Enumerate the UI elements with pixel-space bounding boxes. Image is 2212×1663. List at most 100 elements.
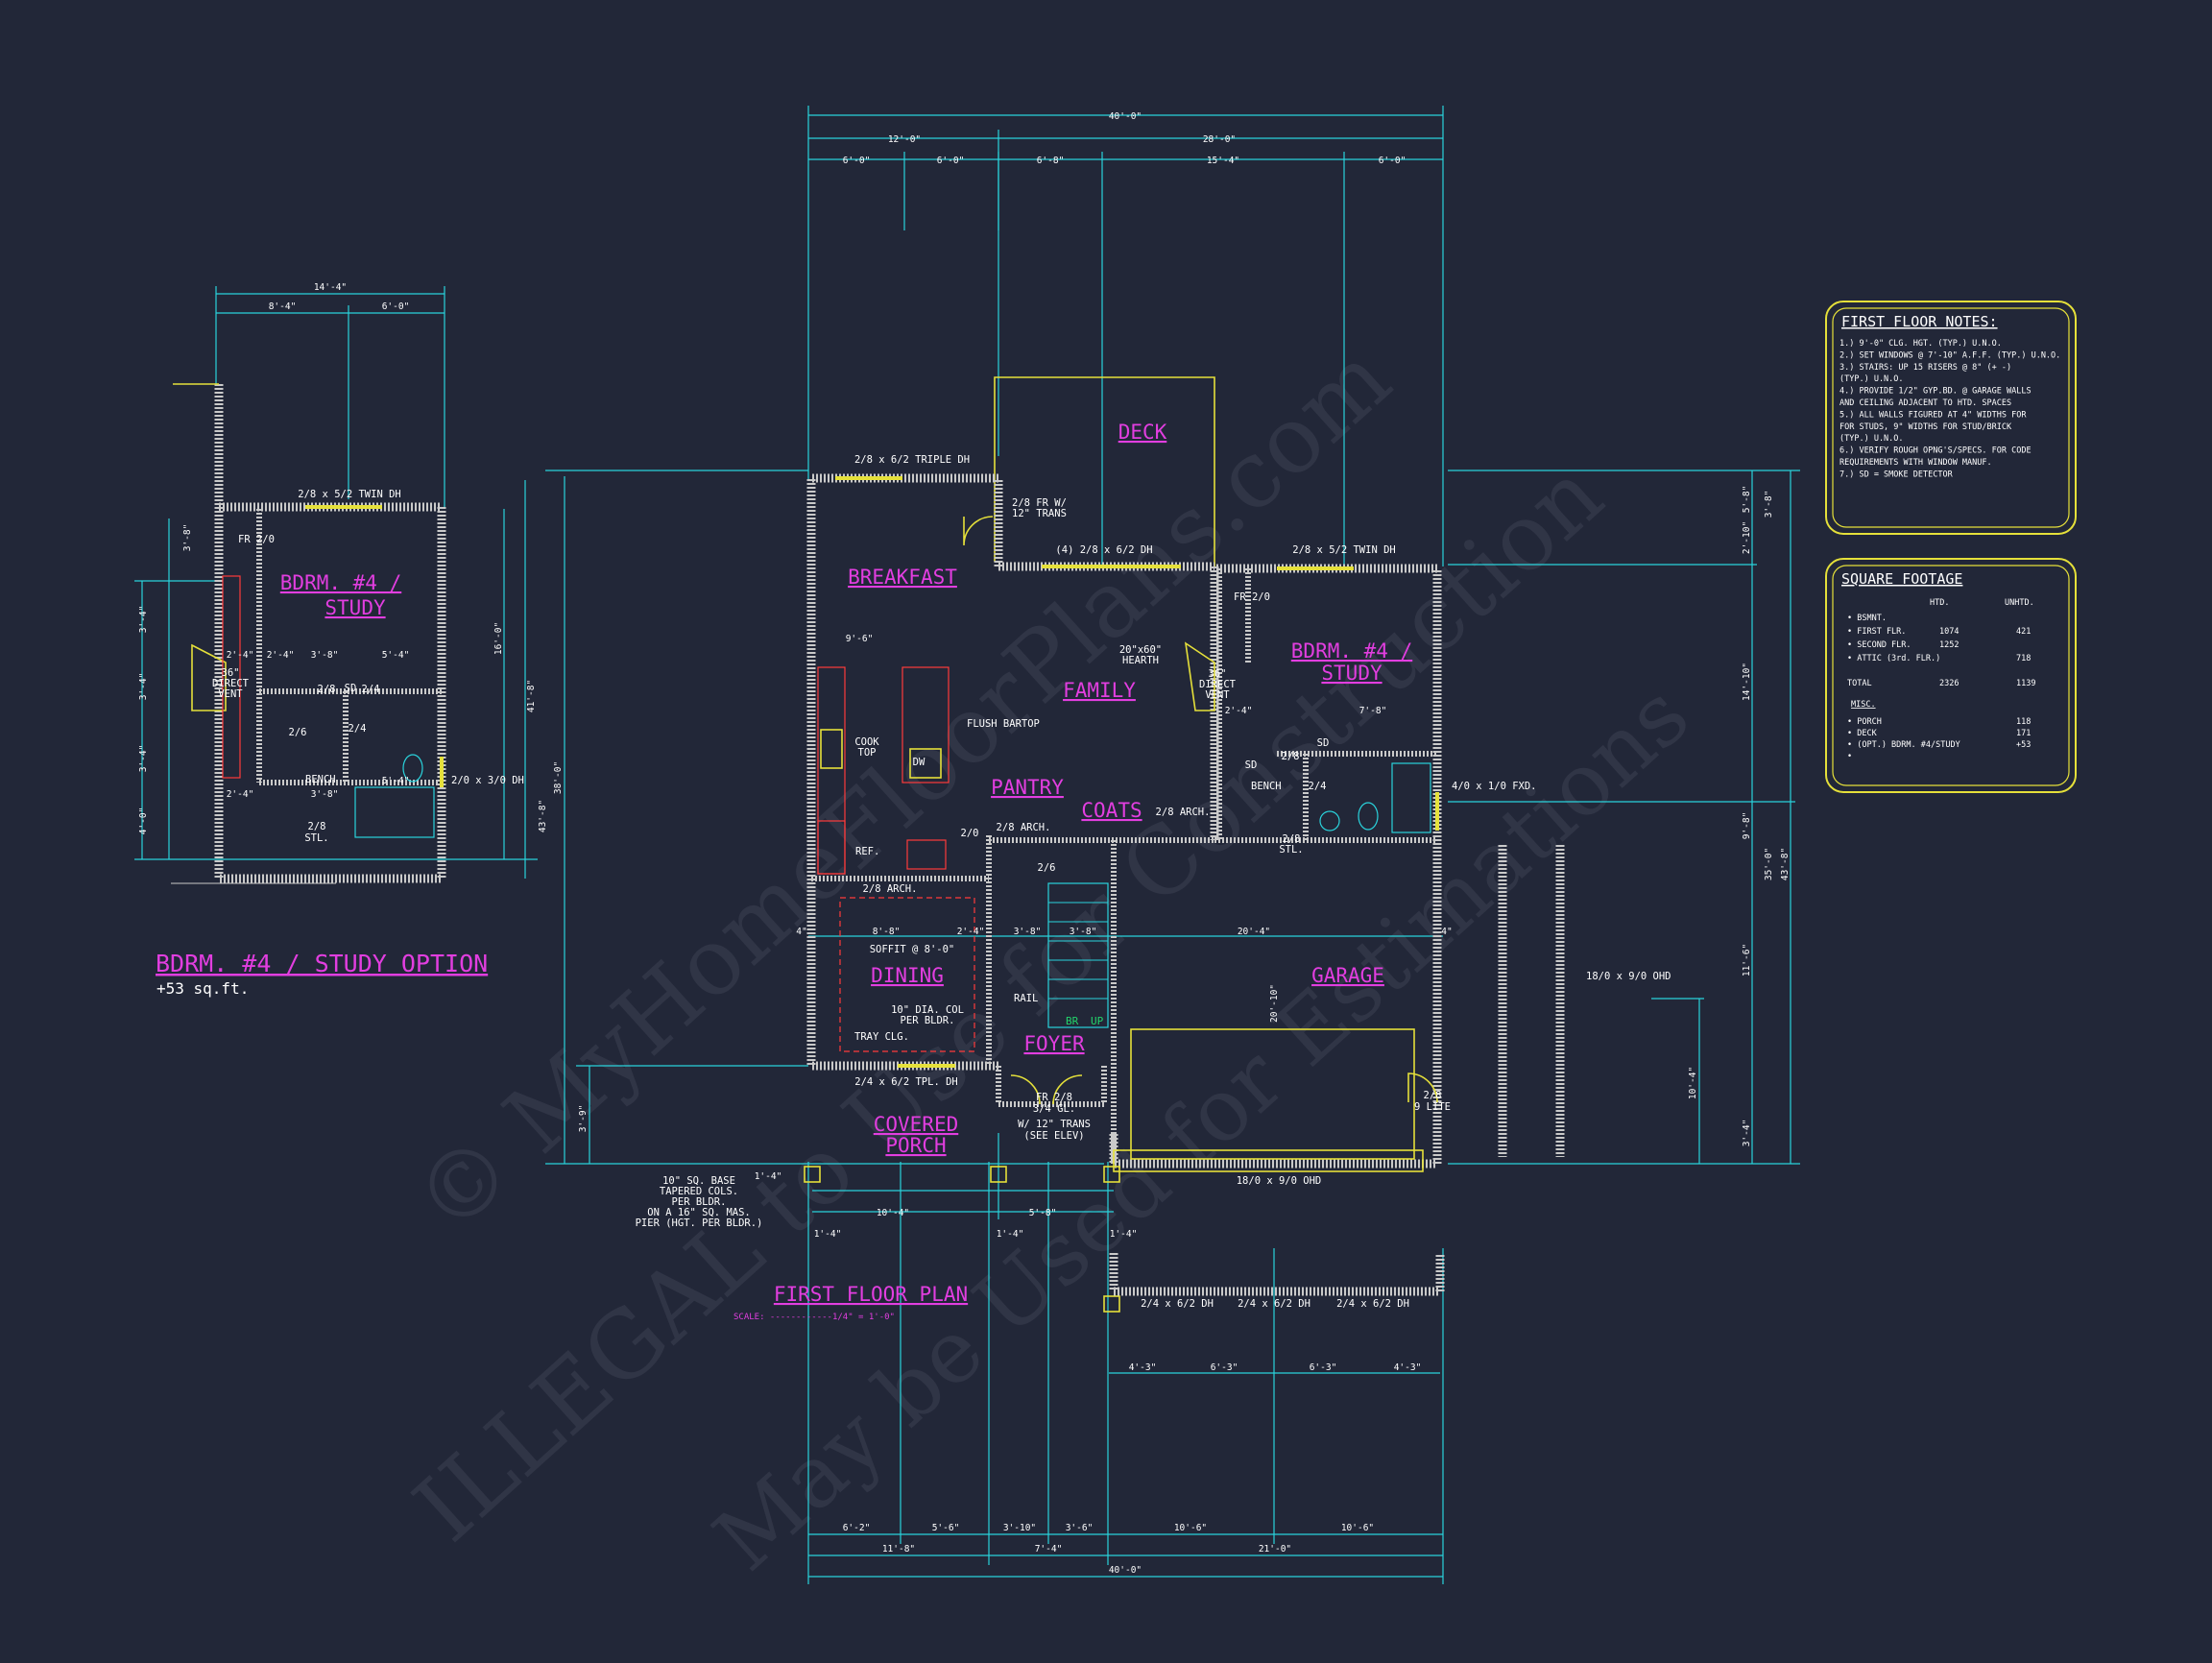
label-br: BR — [1066, 1015, 1079, 1027]
note-item: (TYP.) U.N.O. — [1839, 434, 1904, 444]
room-coats: COATS — [1081, 799, 1142, 822]
label-vent-1: 36" — [1209, 668, 1227, 680]
misc-row-label: • (OPT.) BDRM. #4/STUDY — [1847, 740, 1960, 750]
label-fr-trans-2: 12" TRANS — [1012, 508, 1067, 519]
opt-dim-i24a: 2'-4" — [227, 650, 254, 661]
room-porch: PORCH — [885, 1134, 946, 1157]
label-dim-96: 9'-6" — [846, 634, 874, 644]
label-hearth-2: HEARTH — [1122, 655, 1159, 666]
label-lite-1: 2/8 — [1424, 1090, 1442, 1101]
note-item: 3.) STAIRS: UP 15 RISERS @ 8" (+ -) — [1839, 363, 2011, 373]
sqft-row-label: • FIRST FLR. — [1847, 627, 1906, 637]
opt-vent-3: VENT — [218, 688, 243, 700]
dim-top-6b: 6'-0" — [937, 156, 965, 166]
dim-top-154: 15'-4" — [1207, 156, 1239, 166]
dim-mid-4a: 4" — [796, 927, 806, 937]
label-twin-dh: 2/8 x 5/2 TWIN DH — [1292, 544, 1395, 556]
sqft-col-unhtd: UNHTD. — [2005, 598, 2034, 608]
label-d-2-6: 2/6 — [1038, 862, 1056, 874]
notes-title: FIRST FLOOR NOTES: — [1841, 313, 1998, 330]
label-fr20: FR 2/0 — [1234, 591, 1270, 603]
dim-bot-118: 11'-8" — [882, 1544, 915, 1555]
opt-dim-i54b: 5'-4" — [382, 776, 410, 786]
dim-bot-total: 40'-0" — [1109, 1565, 1142, 1576]
deck-outline — [994, 376, 1215, 566]
label-arch-c: 2/8 ARCH. — [863, 883, 918, 895]
dim-top-28: 28'-0" — [1203, 134, 1236, 145]
label-base-2: TAPERED COLS. — [660, 1186, 738, 1197]
opt-d24b: 2/4 — [349, 723, 367, 735]
room-family: FAMILY — [1063, 679, 1136, 702]
sqft-row-htd: 2326 — [1939, 679, 1959, 688]
label-sd-b: SD — [1317, 737, 1330, 749]
sqft-row-label: • BSMNT. — [1847, 614, 1887, 623]
label-d-2-0: 2/0 — [961, 828, 979, 839]
note-item: AND CEILING ADJACENT TO HTD. SPACES — [1839, 398, 2011, 408]
room-deck: DECK — [1118, 421, 1167, 444]
study-option-drawing: 14'-4" 8'-4" 6'-0" 3'-8" 3'-4" 3'-4" 3'-… — [134, 282, 548, 884]
opt-dim-i24b: 2'-4" — [267, 650, 295, 661]
label-sd: SD — [1245, 759, 1258, 771]
opt-label-twin-dh: 2/8 x 5/2 TWIN DH — [298, 489, 400, 500]
room-garage: GARAGE — [1311, 964, 1384, 987]
label-trans-12: W/ 12" TRANS — [1018, 1119, 1091, 1130]
dim-top-68: 6'-8" — [1037, 156, 1065, 166]
opt-dim-h34: 3'-4" — [138, 606, 149, 634]
dim-bot-62: 6'-2" — [843, 1523, 871, 1533]
sqft-row-label: • SECOND FLR. — [1847, 640, 1911, 650]
dim-bot-74: 7'-4" — [1035, 1544, 1063, 1555]
opt-dim-i38: 3'-8" — [311, 650, 339, 661]
dim-left-38: 38'-0" — [553, 761, 564, 794]
label-bench: BENCH — [1251, 781, 1282, 792]
label-up: UP — [1091, 1015, 1104, 1027]
room-bdrm: BDRM. #4 / — [1291, 639, 1412, 663]
sqft-row-htd: 1252 — [1939, 640, 1959, 650]
note-item: REQUIREMENTS WITH WINDOW MANUF. — [1839, 458, 1992, 468]
label-base-1: 10" SQ. BASE — [662, 1175, 735, 1187]
note-item: 7.) SD = SMOKE DETECTOR — [1839, 470, 1954, 479]
opt-vent-2: DIRECT — [212, 678, 250, 689]
room-pantry: PANTRY — [991, 776, 1064, 799]
dim-right-98: 9'-8" — [1742, 812, 1752, 840]
label-gl: 3/4 GL. — [1033, 1103, 1075, 1115]
dim-rear-63b: 6'-3" — [1310, 1362, 1337, 1373]
label-rear-dh-1: 2/4 x 6/2 DH — [1141, 1298, 1214, 1310]
dim-right-58: 5'-8" — [1742, 486, 1752, 514]
label-base-5: PIER (HGT. PER BLDR.) — [636, 1217, 763, 1229]
room-dining: DINING — [871, 964, 944, 987]
label-d-2-8b: 2/8 — [1282, 751, 1300, 762]
opt-d28b: 2/8 — [308, 821, 326, 832]
label-dw: DW — [913, 757, 926, 768]
dim-porch-14a: 1'-4" — [814, 1229, 842, 1240]
label-col-2: PER BLDR. — [901, 1015, 955, 1026]
dim-right-438: 43'-8" — [1780, 848, 1791, 880]
dim-right-116: 11'-6" — [1742, 944, 1752, 976]
dim-porch-14d: 1'-4" — [755, 1171, 782, 1182]
opt-dim-h40: 4'-0" — [138, 807, 149, 835]
sqft-panel: SQUARE FOOTAGE HTD. UNHTD. • BSMNT.• FIR… — [1825, 558, 2077, 793]
opt-window: 2/0 x 3/0 DH — [451, 775, 524, 786]
plan-dimension-lines — [545, 106, 1800, 1584]
misc-row-label: • PORCH — [1847, 717, 1882, 727]
dim-mid-38b: 3'-8" — [1070, 927, 1097, 937]
dim-right-38b: 3'-8" — [1764, 491, 1774, 518]
misc-row-label: • — [1847, 752, 1852, 761]
sqft-col-htd: HTD. — [1930, 598, 1949, 608]
note-item: 1.) 9'-0" CLG. HGT. (TYP.) U.N.O. — [1839, 339, 2002, 349]
sqft-row-unhtd: 718 — [2016, 654, 2031, 663]
label-flush-bartop: FLUSH BARTOP — [967, 718, 1040, 730]
dim-bot-56: 5'-6" — [932, 1523, 960, 1533]
dim-rear-43a: 4'-3" — [1129, 1362, 1157, 1373]
label-arch-a: 2/8 ARCH. — [997, 822, 1051, 833]
dim-bot-21: 21'-0" — [1259, 1544, 1291, 1555]
label-fr-trans-1: 2/8 FR W/ — [1012, 497, 1067, 509]
dim-porch-14c: 1'-4" — [1110, 1229, 1138, 1240]
dim-top-total: 40'-0" — [1109, 111, 1142, 122]
label-hearth-1: 20"x60" — [1119, 644, 1162, 656]
label-ohd-side: 18/0 x 9/0 OHD — [1586, 971, 1671, 982]
dim-top-6a: 6'-0" — [843, 156, 871, 166]
label-see-elev: (SEE ELEV) — [1023, 1130, 1084, 1142]
opt-sd: SD — [345, 683, 357, 694]
misc-row-label: • DECK — [1847, 729, 1878, 738]
